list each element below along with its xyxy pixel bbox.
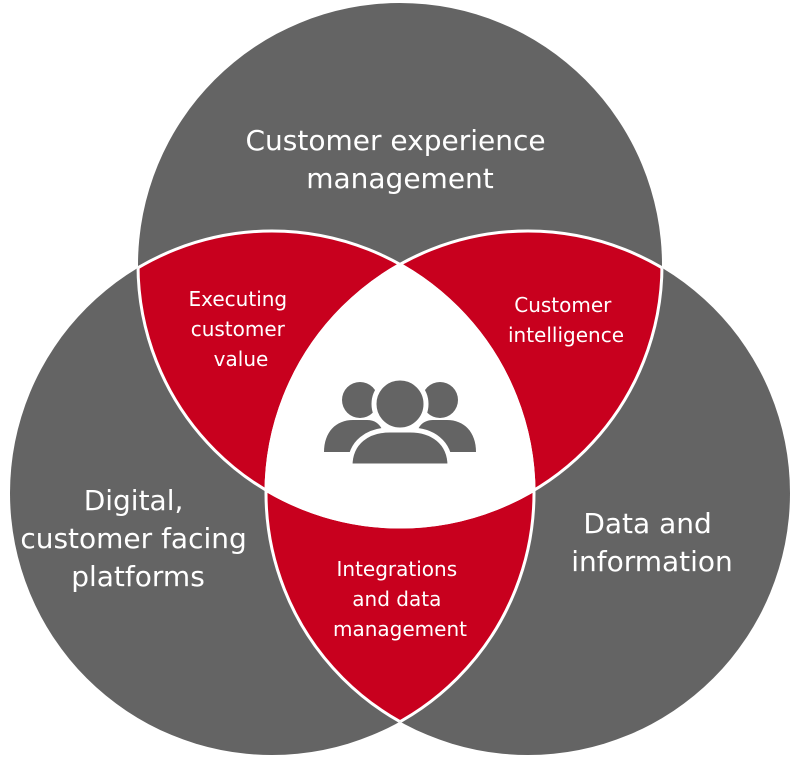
label-overlap-top-right: Customer intelligence: [508, 293, 624, 347]
label-left-circle: Digital, customer facing platforms: [20, 484, 255, 593]
users-group-icon: [324, 375, 476, 469]
label-overlap-bottom: Integrations and data management: [333, 557, 467, 641]
label-overlap-top-left: Executing customer value: [189, 287, 294, 371]
label-top-circle: Customer experience management: [245, 124, 554, 195]
outline-right-circle-left-part: [264, 231, 534, 755]
outline-left-circle-right-part: [266, 231, 536, 755]
label-right-circle: Data and information: [571, 507, 733, 578]
